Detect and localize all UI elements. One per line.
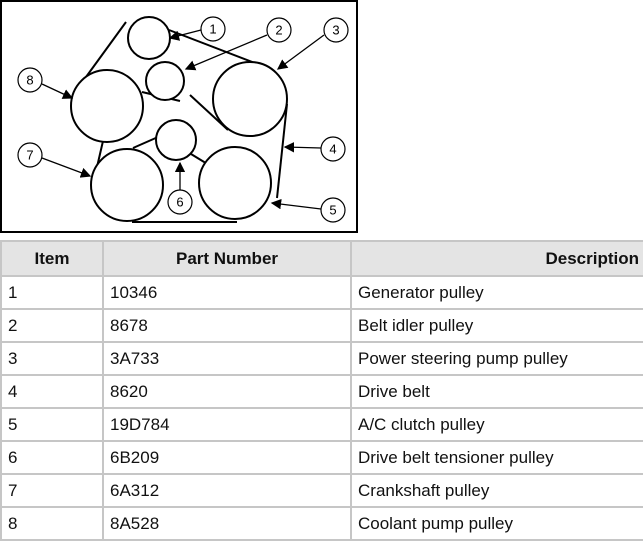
table-row: 6 6B209 Drive belt tensioner pulley — [0, 440, 643, 475]
cell-description: Drive belt tensioner pulley — [350, 440, 643, 475]
belt-diagram-svg: 1 2 3 4 5 6 7 8 — [17, 16, 349, 223]
generator-pulley — [127, 16, 171, 60]
cell-description: Coolant pump pulley — [350, 506, 643, 541]
cell-part-number: 8A528 — [102, 506, 352, 541]
cell-item: 5 — [0, 407, 104, 442]
cell-part-number: 6B209 — [102, 440, 352, 475]
callout-circle-4 — [320, 136, 346, 162]
cell-item: 1 — [0, 275, 104, 310]
table-row: 2 8678 Belt idler pulley — [0, 308, 643, 343]
cell-item: 6 — [0, 440, 104, 475]
power-steering-pump-pulley — [212, 61, 288, 137]
cell-description: Power steering pump pulley — [350, 341, 643, 376]
cell-part-number: 8678 — [102, 308, 352, 343]
callout-label-2: 2 — [275, 23, 282, 38]
leader-line-3 — [276, 34, 325, 70]
drive-belt-right — [276, 103, 288, 199]
table-row: 4 8620 Drive belt — [0, 374, 643, 409]
parts-table: Item Part Number Description 1 10346 Gen… — [0, 240, 643, 541]
cell-item: 7 — [0, 473, 104, 508]
callout-circle-6 — [167, 189, 193, 215]
table-row: 3 3A733 Power steering pump pulley — [0, 341, 643, 376]
cell-item: 4 — [0, 374, 104, 409]
leader-line-8 — [41, 83, 74, 99]
belt-idler-pulley — [145, 61, 185, 101]
callout-circle-2 — [266, 17, 292, 43]
crankshaft-pulley — [90, 148, 164, 222]
table-row: 8 8A528 Coolant pump pulley — [0, 506, 643, 541]
drive-belt-top-1 — [168, 29, 261, 66]
callout-label-7: 7 — [26, 148, 33, 163]
drive-belt-inner-3 — [132, 136, 159, 149]
header-part-number: Part Number — [102, 240, 352, 277]
callout-label-5: 5 — [329, 203, 336, 218]
callout-label-8: 8 — [26, 73, 33, 88]
cell-description: A/C clutch pulley — [350, 407, 643, 442]
cell-description: Drive belt — [350, 374, 643, 409]
cell-part-number: 6A312 — [102, 473, 352, 508]
callout-label-4: 4 — [329, 142, 336, 157]
leader-line-2 — [184, 34, 268, 71]
cell-description: Crankshaft pulley — [350, 473, 643, 508]
cell-part-number: 3A733 — [102, 341, 352, 376]
callout-circle-3 — [323, 17, 349, 43]
coolant-pump-pulley — [70, 69, 144, 143]
callout-label-6: 6 — [176, 195, 183, 210]
table-row: 7 6A312 Crankshaft pulley — [0, 473, 643, 508]
leader-line-4 — [283, 142, 322, 153]
header-row: Item Part Number Description — [0, 240, 643, 277]
cell-description: Generator pulley — [350, 275, 643, 310]
leader-line-5 — [270, 198, 322, 210]
table-row: 1 10346 Generator pulley — [0, 275, 643, 310]
callout-label-1: 1 — [209, 22, 216, 37]
cell-part-number: 19D784 — [102, 407, 352, 442]
cell-item: 2 — [0, 308, 104, 343]
leader-line-7 — [41, 157, 92, 178]
callout-circle-8 — [17, 67, 43, 93]
a-c-clutch-pulley — [198, 146, 272, 220]
callout-label-3: 3 — [332, 23, 339, 38]
cell-item: 3 — [0, 341, 104, 376]
callout-circle-5 — [320, 197, 346, 223]
drive-belt-tensioner-pulley — [155, 119, 197, 161]
table-row: 5 19D784 A/C clutch pulley — [0, 407, 643, 442]
cell-part-number: 8620 — [102, 374, 352, 409]
callout-circle-1 — [200, 16, 226, 42]
header-item: Item — [0, 240, 104, 277]
parts-table-header: Item Part Number Description — [0, 240, 643, 277]
cell-part-number: 10346 — [102, 275, 352, 310]
leader-line-1 — [168, 29, 202, 41]
callout-circle-7 — [17, 142, 43, 168]
cell-item: 8 — [0, 506, 104, 541]
belt-routing-diagram: 1 2 3 4 5 6 7 8 — [0, 0, 358, 233]
cell-description: Belt idler pulley — [350, 308, 643, 343]
parts-table-body: 1 10346 Generator pulley 2 8678 Belt idl… — [0, 275, 643, 541]
header-description: Description — [350, 240, 643, 277]
